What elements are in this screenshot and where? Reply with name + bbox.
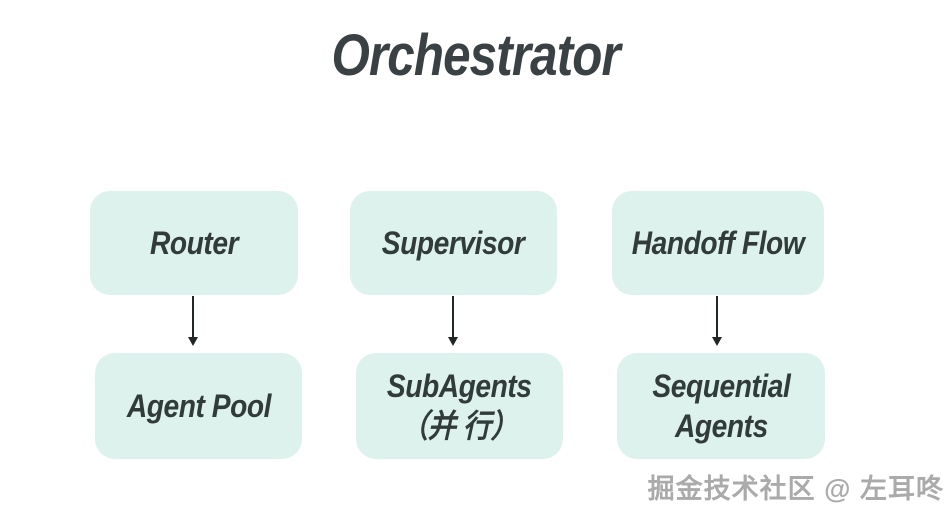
box-supervisor-label: Supervisor (382, 225, 525, 261)
box-sequential-agents-label: Sequential Agents (652, 368, 790, 444)
arrow-down-icon (712, 337, 722, 346)
arrow-supervisor-to-subagents (448, 296, 458, 346)
box-supervisor: Supervisor (350, 191, 557, 295)
box-router: Router (90, 191, 298, 295)
arrow-down-icon (448, 337, 458, 346)
box-sequential-agents: Sequential Agents (617, 353, 825, 459)
arrow-down-icon (188, 337, 198, 346)
page-title: Orchestrator (0, 22, 952, 89)
box-agent-pool-label: Agent Pool (126, 388, 271, 424)
box-handoff-flow-label: Handoff Flow (631, 225, 805, 261)
box-handoff-flow: Handoff Flow (612, 191, 824, 295)
arrow-handoff-to-sequential (712, 296, 722, 346)
box-router-label: Router (149, 225, 239, 261)
arrow-router-to-agent-pool (188, 296, 198, 346)
box-subagents-label: SubAgents （并 行） (387, 368, 532, 444)
watermark: 掘金技术社区 @ 左耳咚 (647, 474, 944, 504)
box-subagents: SubAgents （并 行） (356, 353, 563, 459)
box-agent-pool: Agent Pool (95, 353, 302, 459)
page-title-text: Orchestrator (331, 23, 621, 88)
